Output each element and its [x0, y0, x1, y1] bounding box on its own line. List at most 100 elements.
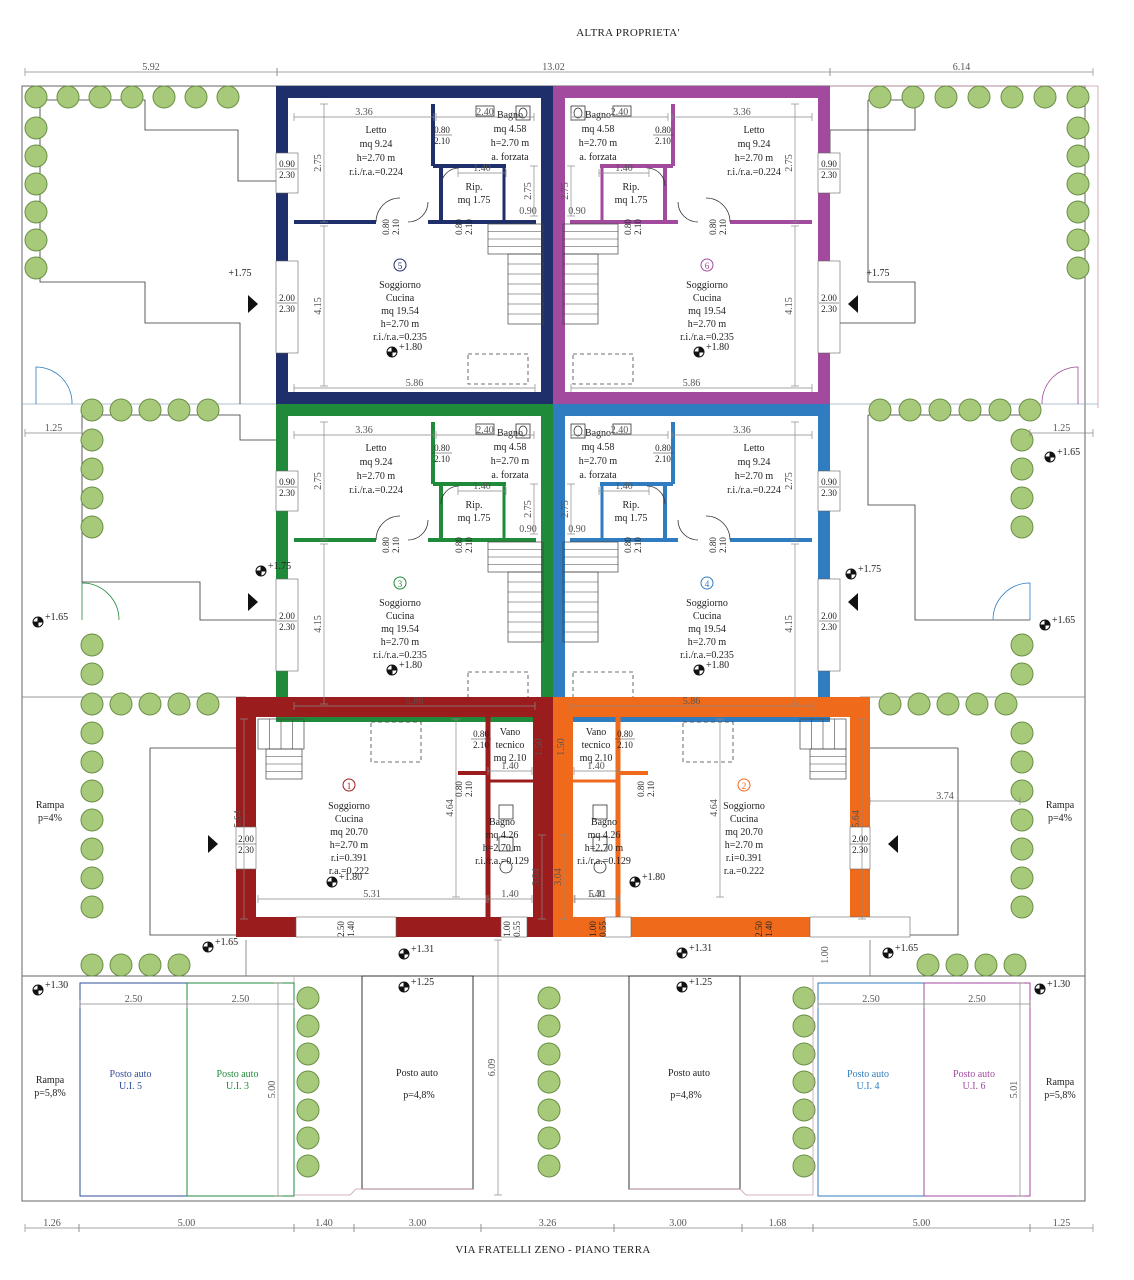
tree-icon: [24, 228, 48, 252]
window: [275, 578, 299, 672]
tree-icon: [1010, 895, 1034, 919]
dim-vano-height: 1.50: [556, 738, 567, 756]
room-label-bagno: a. forzata: [579, 470, 617, 481]
window: [849, 826, 871, 870]
dim-living-height: 4.15: [784, 297, 795, 315]
tree-icon: [1066, 85, 1090, 109]
unit-2: [553, 697, 911, 938]
door-size-v: 0.80: [381, 537, 391, 553]
tree-icon: [1066, 144, 1090, 168]
tree-icon: [792, 1042, 816, 1066]
dim-central: 6.09: [487, 1059, 498, 1077]
door-swing: [677, 519, 699, 541]
door-swing: [646, 167, 666, 187]
plan-labels: ALTRA PROPRIETA'VIA FRATELLI ZENO - PIAN…: [24, 27, 1094, 1256]
room-label-soggiorno: mq 20.70: [330, 827, 368, 838]
level-mark-fill: [677, 948, 687, 958]
tree-icon: [945, 953, 969, 977]
dim-bath: 2.40: [476, 107, 494, 118]
room-label-rip: Rip.: [623, 500, 640, 511]
window: [604, 916, 632, 938]
tree-icon: [868, 398, 892, 422]
tree-icon: [792, 1126, 816, 1150]
room-label-bagno: h=2.70 m: [579, 456, 618, 467]
tree-icon: [1010, 486, 1034, 510]
level-mark-fill: [1040, 620, 1050, 630]
dim-bottom: 1.40: [315, 1218, 333, 1229]
entrance-arrow-icon: [208, 835, 218, 853]
tree-icon: [898, 398, 922, 422]
dim-main-height: 5.64: [851, 810, 862, 828]
room-label-bagno: h=2.70 m: [491, 456, 530, 467]
dim-rip: 1.40: [615, 163, 633, 174]
door-size-top: 0.80: [655, 125, 671, 135]
tree-icon: [1018, 398, 1042, 422]
window-size-top: 0.90: [821, 477, 837, 487]
unit-number: 6: [705, 261, 710, 271]
sink-icon: [612, 423, 632, 435]
door-size-bottom: 2.10: [617, 740, 633, 750]
room-label-letto: mq 9.24: [738, 457, 771, 468]
level-mark-fill: [630, 877, 640, 887]
room-label-soggiorno: mq 19.54: [381, 306, 419, 317]
tree-icon: [878, 692, 902, 716]
room-label-bagno: mq 4.58: [494, 124, 527, 135]
door-size-bottom: 2.10: [655, 454, 671, 464]
plan-base: [21, 85, 1099, 1202]
tree-icon: [138, 953, 162, 977]
parking-label: U.I. 6: [962, 1081, 985, 1092]
stair-landing: [370, 721, 422, 763]
level-mark-label: +1.31: [411, 944, 434, 955]
tree-icon: [24, 172, 48, 196]
room-label-letto: h=2.70 m: [735, 471, 774, 482]
room-label-bagno: Bagno: [497, 110, 523, 121]
room-label-soggiorno: mq 19.54: [381, 624, 419, 635]
dim-bottom: 1.25: [1053, 1218, 1071, 1229]
room-label-bagno: h=2.70 m: [585, 843, 624, 854]
tree-icon: [80, 515, 104, 539]
dim-living-height: 4.15: [313, 615, 324, 633]
kitchen-counter: [467, 353, 529, 385]
door-swing: [705, 197, 731, 223]
dim-bath: 2.40: [476, 425, 494, 436]
parking-bay: [628, 975, 741, 1190]
room-label-letto: r.i./r.a.=0.224: [349, 485, 403, 496]
tree-icon: [80, 721, 104, 745]
tree-icon: [80, 866, 104, 890]
level-mark-label: +1.65: [1052, 615, 1075, 626]
tree-icon: [216, 85, 240, 109]
level-mark-fill: [256, 566, 266, 576]
tree-icon: [1010, 457, 1034, 481]
entrance-arrow-icon: [848, 593, 858, 611]
room-label-rip: Rip.: [623, 182, 640, 193]
window-size-top: 2.00: [279, 611, 295, 621]
toilet-icon: [518, 107, 528, 119]
garden-outline: [39, 99, 276, 404]
stairs: [507, 571, 544, 643]
door-swing: [407, 519, 429, 541]
stairs: [799, 718, 847, 750]
stairs: [507, 253, 544, 325]
room-label-letto: r.i./r.a.=0.224: [349, 167, 403, 178]
room-label-letto: Letto: [743, 443, 764, 454]
stairs: [257, 718, 305, 750]
toilet-icon: [573, 107, 583, 119]
tree-icon: [1066, 116, 1090, 140]
dim-room-height: 2.75: [313, 472, 324, 490]
tree-icon: [88, 85, 112, 109]
tree-icon: [80, 457, 104, 481]
room-label-soggiorno: r.i./r.a.=0.235: [373, 332, 427, 343]
tree-icon: [167, 692, 191, 716]
room-label-letto: Letto: [743, 125, 764, 136]
tree-icon: [537, 986, 561, 1010]
unit-wall: [553, 86, 830, 404]
tree-icon: [109, 953, 133, 977]
window-size-top: 2.00: [821, 611, 837, 621]
tree-icon: [109, 692, 133, 716]
room-label-bagno: mq 4.26: [588, 830, 621, 841]
dim-vano-width: 1.40: [501, 761, 519, 772]
rampa-label: p=4%: [1048, 813, 1072, 824]
dim-slot-height: 5.01: [1009, 1081, 1020, 1099]
dim-stair: 0.90: [519, 206, 537, 217]
dim-room: 3.36: [733, 107, 751, 118]
